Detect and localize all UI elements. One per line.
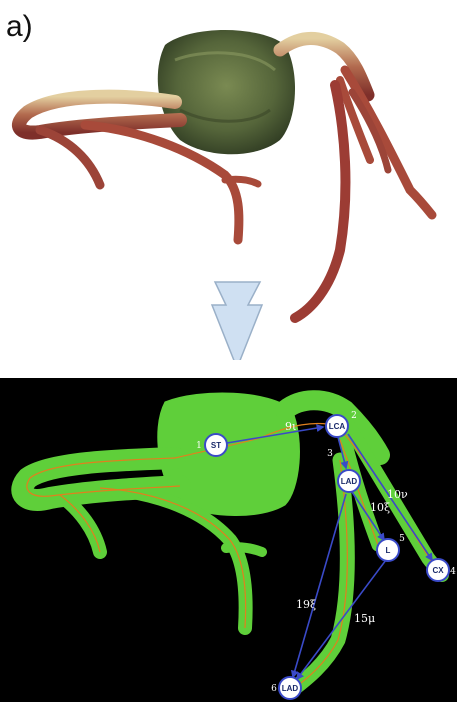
graph-node-ST: ST 1 [196, 434, 227, 456]
node-label-LCA: LCA [329, 422, 346, 431]
graph-node-L: L 5 [377, 534, 405, 561]
graph-centerlines [27, 423, 438, 690]
node-index-LCA: 2 [351, 411, 357, 421]
graph-edges [227, 427, 432, 679]
vessel-rendering [0, 0, 457, 360]
graph-background [0, 378, 457, 702]
graph-node-LAD-6: LAD 6 [271, 677, 301, 699]
vessel-right-branch2 [295, 85, 345, 318]
vessel-right-long [345, 70, 432, 215]
node-index-ST: 1 [196, 441, 202, 451]
graph-node-CX: CX 4 [427, 559, 456, 581]
node-index-LAD-6: 6 [271, 684, 277, 694]
graph-segmentation [22, 393, 442, 690]
graph-node-LCA: LCA 2 [326, 411, 357, 437]
edge-label-L-LAD: 15μ [354, 612, 375, 625]
node-index-LAD-3: 3 [327, 449, 333, 459]
node-index-CX: 4 [450, 567, 456, 577]
node-label-LAD-3: LAD [341, 477, 358, 486]
node-label-L: L [386, 546, 391, 555]
down-arrow [212, 282, 262, 360]
node-label-LAD-6: LAD [282, 684, 299, 693]
graph-node-LAD-3: LAD 3 [327, 449, 360, 492]
node-index-L: 5 [399, 534, 405, 544]
edge-label-LAD-L: 10ξ [370, 501, 390, 514]
edge-label-ST-LCA: 9ι [285, 420, 296, 433]
node-label-CX: CX [432, 566, 444, 575]
edge-label-LAD-LAD: 19ξ [296, 598, 316, 611]
vessel-left-lower [40, 130, 100, 185]
edge-label-LCA-CX: 10ν [387, 488, 408, 501]
node-label-ST: ST [211, 441, 221, 450]
